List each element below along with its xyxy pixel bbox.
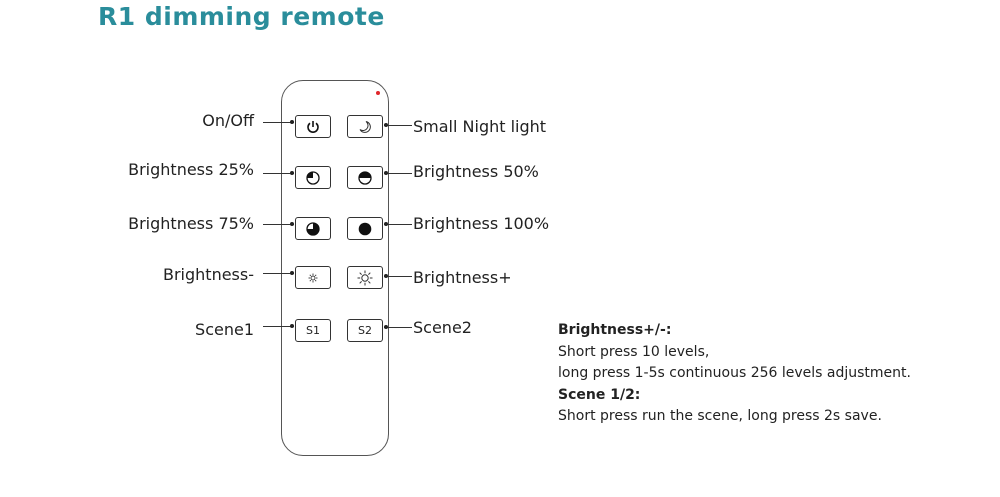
scene2-button-text: S2 — [358, 324, 372, 337]
leader-dot — [384, 123, 388, 127]
notes-scene-line1: Short press run the scene, long press 2s… — [558, 408, 882, 424]
leader-dot — [290, 271, 294, 275]
label-on-off: On/Off — [202, 111, 254, 130]
leader-line — [263, 273, 294, 274]
large-sun-icon — [357, 270, 373, 285]
leader-line — [263, 224, 294, 225]
label-brightness-75: Brightness 75% — [128, 214, 254, 233]
label-brightness-100: Brightness 100% — [413, 214, 550, 233]
brightness-plus-button[interactable] — [347, 266, 383, 289]
leader-dot — [384, 274, 388, 278]
page-title: R1 dimming remote — [98, 2, 385, 31]
power-icon — [307, 120, 319, 133]
three-quarter-circle-icon — [306, 221, 320, 236]
leader-dot — [290, 324, 294, 328]
leader-dot — [384, 325, 388, 329]
notes-block: Brightness+/-: Short press 10 levels, lo… — [558, 320, 911, 428]
scene2-button[interactable]: S2 — [347, 319, 383, 342]
scene1-button-text: S1 — [306, 324, 320, 337]
label-scene2: Scene2 — [413, 318, 472, 337]
moon-icon — [359, 120, 371, 133]
label-scene1: Scene1 — [195, 320, 254, 339]
label-brightness-minus: Brightness- — [163, 265, 254, 284]
brightness-minus-button[interactable] — [295, 266, 331, 289]
leader-dot — [290, 222, 294, 226]
leader-line — [384, 224, 412, 225]
notes-brightness-line2: long press 1-5s continuous 256 levels ad… — [558, 365, 911, 381]
leader-line — [384, 125, 412, 126]
on-off-button[interactable] — [295, 115, 331, 138]
label-small-night-light: Small Night light — [413, 117, 547, 136]
notes-scene-heading: Scene 1/2: — [558, 386, 641, 403]
brightness-50-button[interactable] — [347, 166, 383, 189]
leader-line — [263, 122, 294, 123]
label-brightness-50: Brightness 50% — [413, 162, 539, 181]
brightness-75-button[interactable] — [295, 217, 331, 240]
quarter-circle-icon — [306, 170, 320, 185]
leader-line — [384, 276, 412, 277]
indicator-led — [376, 91, 380, 95]
label-brightness-25: Brightness 25% — [128, 160, 254, 179]
small-sun-icon — [308, 273, 318, 282]
leader-dot — [384, 222, 388, 226]
remote-body — [281, 80, 389, 456]
leader-dot — [290, 171, 294, 175]
small-night-light-button[interactable] — [347, 115, 383, 138]
leader-dot — [290, 120, 294, 124]
half-circle-icon — [358, 170, 372, 185]
full-circle-icon — [358, 222, 372, 235]
notes-brightness-line1: Short press 10 levels, — [558, 343, 710, 360]
notes-brightness-heading: Brightness+/-: — [558, 322, 672, 338]
brightness-25-button[interactable] — [295, 166, 331, 189]
leader-dot — [384, 171, 388, 175]
leader-line — [384, 327, 412, 328]
leader-line — [384, 173, 412, 174]
scene1-button[interactable]: S1 — [295, 319, 331, 342]
brightness-100-button[interactable] — [347, 217, 383, 240]
leader-line — [263, 326, 294, 327]
label-brightness-plus: Brightness+ — [413, 268, 512, 287]
leader-line — [263, 173, 294, 174]
